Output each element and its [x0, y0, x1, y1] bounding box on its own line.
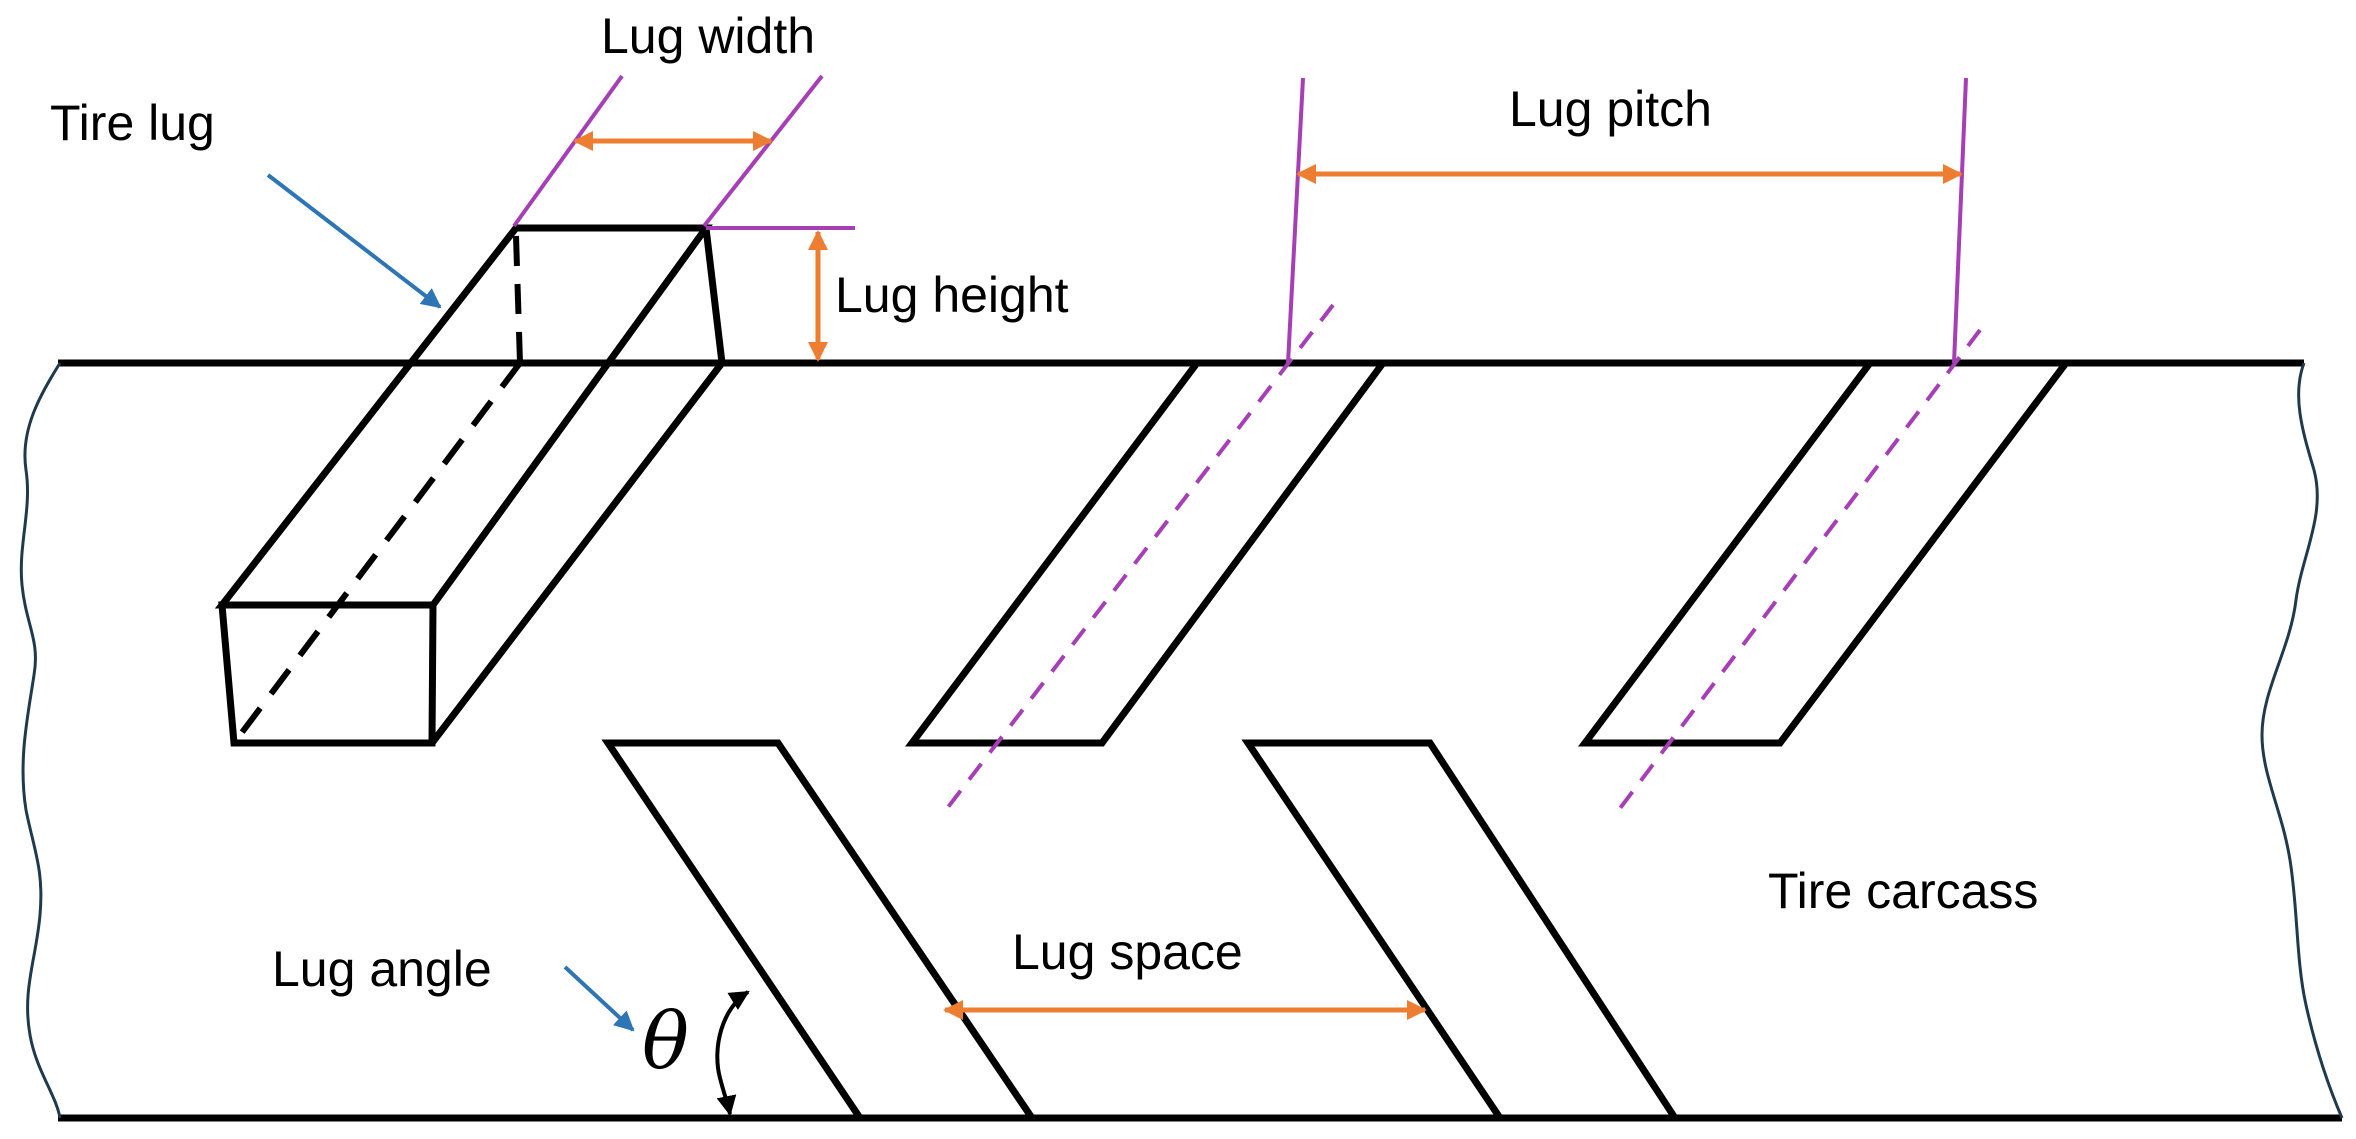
- lug-front-face: [218, 601, 437, 747]
- lug-angle-pointer-arrow: [563, 965, 635, 1032]
- reference-lines: [512, 74, 1982, 817]
- carcass-left-wavy-edge: [19, 362, 62, 1119]
- tire-carcass-label: Tire carcass: [1768, 863, 2038, 919]
- lug-footprint-upper-2: [1578, 359, 2074, 747]
- lug-hidden-edge-diagonal: [231, 361, 523, 745]
- lug-space-label: Lug space: [1012, 924, 1243, 980]
- lug-pitch-ref-left: [1286, 77, 1305, 364]
- lug-footprint-upper-1: [905, 359, 1390, 747]
- theta-symbol: θ: [642, 997, 689, 1087]
- tire-lug-box: [214, 224, 726, 747]
- lug-height-label: Lug height: [835, 267, 1069, 323]
- lug-width-ref-right: [702, 74, 824, 228]
- tire-lug-pointer-arrow: [266, 173, 442, 309]
- lug-footprint-lower-2: [1241, 739, 1682, 1122]
- lug-width-ref-left: [512, 74, 624, 228]
- lug-angle-label: Lug angle: [272, 941, 492, 997]
- lug-pitch-ref-right: [1952, 77, 1968, 364]
- tire-lug-label: Tire lug: [50, 95, 215, 151]
- dimension-arrows: [573, 131, 1963, 1020]
- lug-centerline-1: [940, 303, 1335, 817]
- lug-top-face: [214, 224, 713, 609]
- lug-pitch-label: Lug pitch: [1509, 81, 1712, 137]
- lug-hidden-edge-vertical: [513, 235, 523, 364]
- lug-angle-arc-arrow: [715, 990, 750, 1116]
- lug-right-face-edges: [429, 227, 726, 746]
- lug-width-label: Lug width: [601, 8, 815, 64]
- carcass-right-wavy-edge: [2260, 362, 2344, 1119]
- lug-centerline-2: [1613, 328, 1982, 817]
- lug-footprint-lower-1: [601, 739, 1039, 1122]
